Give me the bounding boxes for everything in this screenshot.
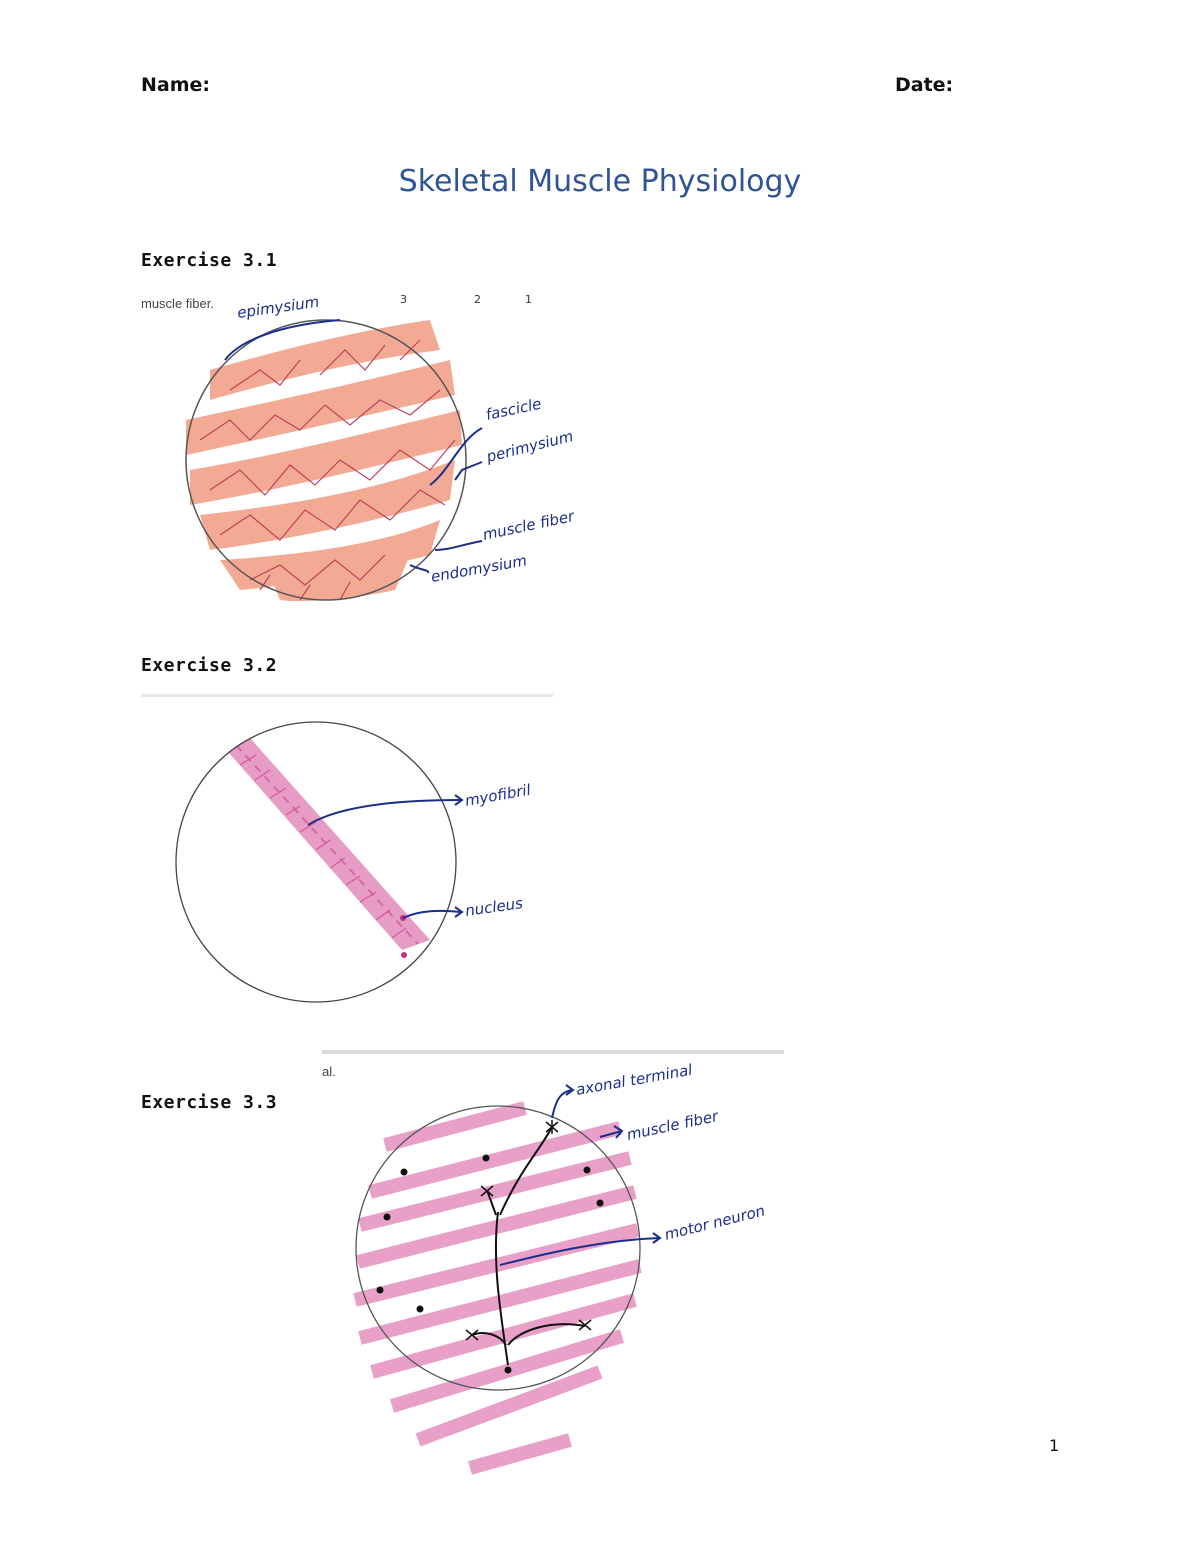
axonal-terminals — [465, 1120, 592, 1341]
name-label: Name: — [141, 74, 211, 96]
muscle-fiber-band — [222, 738, 430, 958]
cross-section-circle — [355, 1105, 641, 1391]
label-motor-neuron: motor neuron — [663, 1202, 767, 1244]
scan-number-1: 1 — [525, 293, 532, 306]
page-number: 1 — [1049, 1436, 1060, 1455]
cross-section-circle — [175, 721, 457, 1003]
page-title: Skeletal Muscle Physiology — [398, 164, 802, 199]
exercise-3-2-heading: Exercise 3.2 — [141, 655, 278, 676]
scan-numbers: 3 2 1 — [400, 293, 532, 306]
muscle-fiber-stripes — [353, 1101, 642, 1475]
scan-fragment-line — [322, 1050, 784, 1054]
date-label: Date: — [895, 74, 954, 96]
fascicle-bands — [186, 320, 462, 602]
scan-number-3: 3 — [400, 293, 407, 306]
motor-neuron-branches — [471, 1126, 586, 1366]
label-muscle-fiber: muscle fiber — [625, 1107, 720, 1144]
exercise-3-3-heading: Exercise 3.3 — [141, 1092, 278, 1113]
label-arrows — [307, 794, 464, 919]
divider — [141, 694, 553, 697]
exercise-3-3-snippet: al. — [322, 1064, 336, 1079]
label-arrows — [224, 319, 483, 574]
label-arrows — [499, 1084, 662, 1266]
label-axonal-terminal: axonal terminal — [575, 1061, 695, 1099]
exercise-3-1-heading: Exercise 3.1 — [141, 250, 278, 271]
scan-number-2: 2 — [474, 293, 481, 306]
connective-lines — [199, 339, 456, 601]
cross-section-circle — [185, 319, 467, 601]
exercise-3-1-snippet: muscle fiber. — [141, 296, 214, 311]
nuclei — [376, 1154, 604, 1374]
